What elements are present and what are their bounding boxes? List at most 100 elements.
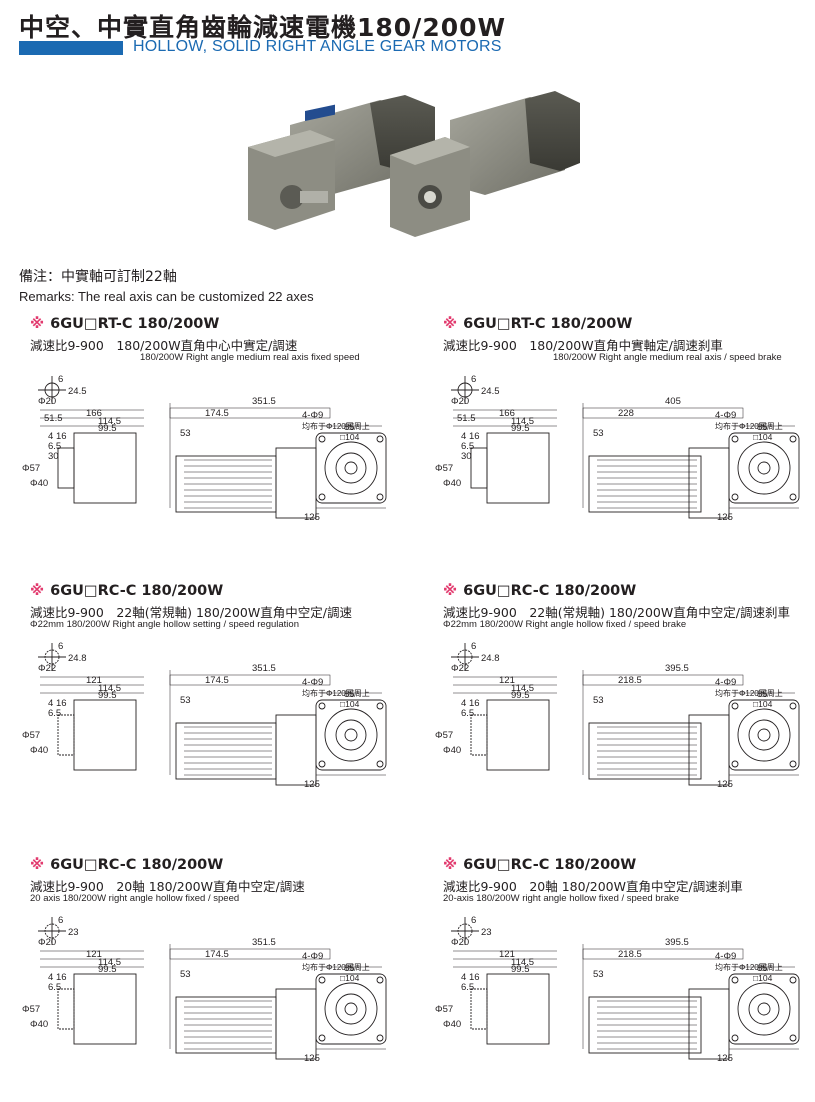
dim-125: 125	[717, 1053, 733, 1064]
dim-85: 85	[757, 422, 768, 433]
dim-length-a: 121	[86, 949, 102, 960]
dim-pilot-dia: Φ40	[30, 745, 48, 756]
dim-length-e: 4	[461, 431, 466, 442]
dim-shaft-key: 6	[471, 641, 476, 652]
dim-length-b: 51.5	[457, 413, 476, 424]
dim-total-length: 395.5	[665, 663, 689, 674]
dim-holes: 4-Φ9	[715, 677, 736, 688]
dim-85: 85	[344, 963, 355, 974]
dim-shaft-key: 6	[471, 374, 476, 385]
remark-en: Remarks: The real axis can be customized…	[19, 289, 314, 304]
desc-cn: 減速比9-900 20軸 180/200W直角中空定/調速刹車	[443, 879, 743, 894]
dim-motor-height: 53	[593, 695, 604, 706]
dim-length-d: 99.5	[98, 690, 117, 701]
dimension-drawing: 6 24.5 Φ20 166 51.5 114.5 99.5 4 16 6.5 …	[22, 374, 387, 523]
dim-length-c: 114.5	[511, 416, 534, 427]
dim-pcd: 均布于Φ120圓周上	[302, 421, 370, 431]
dim-length-f: 16	[56, 431, 67, 442]
dim-125: 125	[304, 779, 320, 790]
dim-length-f: 16	[56, 698, 67, 709]
dim-total-length: 405	[665, 396, 681, 407]
dim-motor-height: 53	[593, 428, 604, 439]
desc-en: 180/200W Right angle medium real axis / …	[553, 352, 782, 363]
dim-pilot-dia: Φ40	[443, 1019, 461, 1030]
section-heading: ※6GU□RC-C 180/200W	[443, 583, 636, 599]
dim-length-g: 6.5	[461, 982, 474, 993]
dim-length-f: 16	[56, 972, 67, 983]
dim-shaft-key: 6	[471, 915, 476, 926]
dim-length-c: 114.5	[98, 416, 121, 427]
dim-length-f: 16	[469, 431, 480, 442]
section-heading: ※6GU□RC-C 180/200W	[443, 857, 636, 873]
desc-cn: 減速比9-900 22軸(常規軸) 180/200W直角中空定/調速	[30, 605, 352, 620]
desc-cn: 減速比9-900 180/200W直角中心中實定/調速	[30, 338, 298, 353]
dim-motor-height: 53	[180, 428, 191, 439]
dim-holes: 4-Φ9	[715, 951, 736, 962]
dim-pilot-dia: Φ40	[30, 1019, 48, 1030]
desc-en: 20-axis 180/200W right angle hollow fixe…	[443, 893, 680, 904]
dim-pilot-dia: Φ40	[443, 478, 461, 489]
dim-length-c: 114.5	[511, 957, 534, 968]
dim-length-e: 4	[461, 972, 466, 983]
dim-shaft-dia: Φ22	[451, 663, 469, 674]
dim-flange-dia: Φ57	[22, 730, 40, 741]
dimension-drawing: 6 24.8 Φ22 121 114.5 99.5 4 16 6.5 Φ57 Φ…	[435, 641, 800, 790]
dim-length-b: 51.5	[44, 413, 63, 424]
dim-holes: 4-Φ9	[302, 951, 323, 962]
dim-length-c: 114.5	[98, 683, 121, 694]
dim-85: 85	[344, 422, 355, 433]
dim-125: 125	[717, 779, 733, 790]
desc-en: 20 axis 180/200W right angle hollow fixe…	[30, 893, 240, 904]
model-name: 6GU□RT-C 180/200W	[463, 316, 633, 332]
dim-holes: 4-Φ9	[302, 677, 323, 688]
dim-square: □104	[753, 973, 773, 983]
dim-square: □104	[340, 973, 360, 983]
spec-section: ※6GU□RC-C 180/200W 減速比9-900 20軸 180/200W…	[22, 857, 420, 1102]
motor-solid-shaft	[248, 95, 435, 230]
dim-85: 85	[757, 689, 768, 700]
dim-length-a: 121	[86, 675, 102, 686]
dim-length-h: 30	[461, 451, 472, 462]
dim-shaft-dia: Φ20	[451, 396, 469, 407]
section-heading: ※ 6GU□RT-C 180/200W	[443, 316, 632, 332]
product-photo	[248, 91, 580, 237]
dim-length-e: 4	[48, 698, 53, 709]
dim-length-e: 4	[48, 972, 53, 983]
dim-square: □104	[753, 432, 773, 442]
model-name: 6GU□RC-C 180/200W	[50, 583, 224, 599]
dim-key-height: 24.8	[68, 653, 87, 664]
dim-square: □104	[340, 699, 360, 709]
page-title-cn: 中空、中實直角齒輪減速電機180/200W	[19, 13, 507, 42]
dim-125: 125	[304, 1053, 320, 1064]
dim-length-g: 6.5	[48, 982, 61, 993]
dim-length-f: 16	[469, 972, 480, 983]
marker-icon: ※	[443, 857, 458, 873]
dim-holes: 4-Φ9	[302, 410, 323, 421]
dim-flange-dia: Φ57	[435, 463, 453, 474]
dim-length-g: 6.5	[461, 708, 474, 719]
dim-length-d: 99.5	[98, 423, 117, 434]
dim-pcd: 均布于Φ120圓周上	[302, 962, 370, 972]
dim-pilot-dia: Φ40	[443, 745, 461, 756]
dim-length-a: 121	[499, 675, 515, 686]
dim-length-h: 30	[48, 451, 59, 462]
marker-icon: ※	[443, 316, 458, 332]
dim-total-length: 351.5	[252, 937, 276, 948]
dim-length-d: 99.5	[511, 964, 530, 975]
spec-section: ※6GU□RC-C 180/200W 減速比9-900 20軸 180/200W…	[435, 857, 815, 1102]
dim-holes: 4-Φ9	[715, 410, 736, 421]
dim-length-a: 166	[499, 408, 515, 419]
dim-motor-length: 174.5	[205, 675, 229, 686]
dim-length-a: 121	[499, 949, 515, 960]
dim-key-height: 24.5	[68, 386, 87, 397]
dim-125: 125	[717, 512, 733, 523]
dim-85: 85	[344, 689, 355, 700]
dim-motor-height: 53	[593, 969, 604, 980]
dim-shaft-key: 6	[58, 915, 63, 926]
dim-flange-dia: Φ57	[435, 730, 453, 741]
desc-cn: 減速比9-900 20軸 180/200W直角中空定/調速	[30, 879, 305, 894]
model-name: 6GU□RC-C 180/200W	[463, 583, 637, 599]
section-heading: ※6GU□RC-C 180/200W	[30, 857, 223, 873]
dimension-drawing: 6 23 Φ20 121 114.5 99.5 4 16 6.5 Φ57 Φ40…	[435, 915, 800, 1064]
model-name: 6GU□RT-C 180/200W	[50, 316, 220, 332]
